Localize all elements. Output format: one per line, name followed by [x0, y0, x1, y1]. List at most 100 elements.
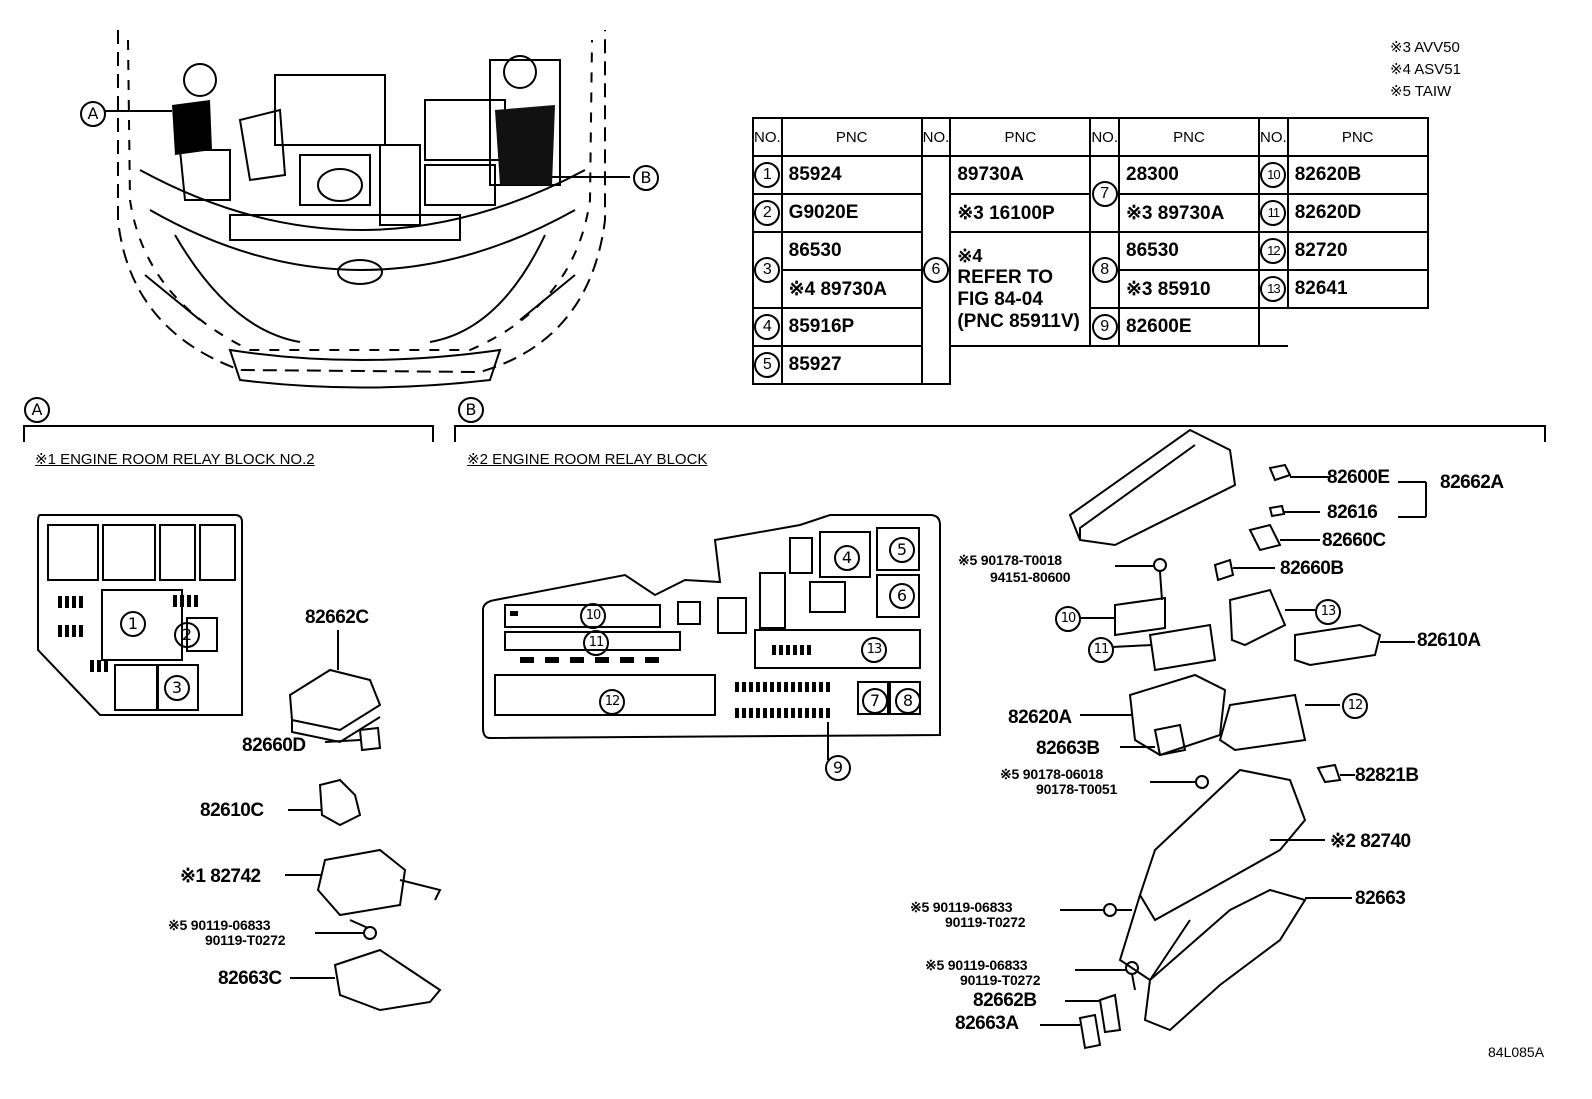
pnc-cell: 85916P: [780, 307, 923, 347]
block-b-num-9: 9: [825, 755, 851, 781]
no-9: 9: [1091, 314, 1118, 340]
block-b-num-7: 7: [862, 688, 888, 714]
engine-bay-illustration: [104, 30, 630, 389]
part-82663B: 82663B: [1036, 738, 1100, 759]
part-82660C: 82660C: [1322, 530, 1386, 551]
block-b-num-10: 10: [580, 603, 606, 629]
th-no-3: NO.: [1089, 117, 1121, 157]
part-82742: ※1 82742: [180, 866, 261, 887]
no-7: 7: [1091, 181, 1118, 207]
th-no-4: NO.: [1258, 117, 1289, 157]
pnc-cell: 82641: [1286, 269, 1429, 309]
no-4: 4: [754, 314, 781, 340]
part-82616: 82616: [1327, 502, 1378, 523]
part-82620A: 82620A: [1008, 707, 1072, 728]
no-1: 1: [754, 162, 781, 188]
table-row: 5 85927: [752, 345, 1428, 385]
no-5: 5: [754, 352, 781, 378]
pnc-cell-refer: ※4 REFER TO FIG 84-04 (PNC 85911V): [949, 231, 1092, 347]
block-b-num-12: 12: [599, 689, 625, 715]
relay-block-b-diagram: [482, 514, 941, 760]
pnc-cell: 85924: [780, 155, 923, 195]
clip-90178-06018: ※5 90178-06018: [1000, 766, 1104, 782]
block-b-num-6: 6: [889, 583, 915, 609]
bolt-a-1: ※5 90119-06833: [168, 917, 271, 933]
part-b-num-10: 10: [1055, 606, 1081, 632]
pnc-cell: 82620D: [1286, 193, 1429, 233]
pnc-cell: 85927: [780, 345, 923, 385]
pnc-cell: ※3 85910: [1118, 269, 1261, 309]
part-b-num-11: 11: [1088, 637, 1114, 663]
pnc-cell: 28300: [1118, 155, 1261, 195]
table-row: 2 G9020E ※3 16100P ※3 89730A 11 82620D: [752, 193, 1429, 233]
part-b-num-13: 13: [1315, 599, 1341, 625]
part-82663A: 82663A: [955, 1013, 1019, 1034]
th-pnc-1: PNC: [780, 117, 923, 157]
clip-90178-T0018: ※5 90178-T0018: [958, 552, 1062, 568]
no-11: 11: [1260, 200, 1287, 226]
block-b-num-11: 11: [583, 630, 609, 656]
callout-b-section: B: [458, 397, 484, 423]
pnc-cell: G9020E: [780, 193, 923, 233]
part-82610A: 82610A: [1417, 630, 1481, 651]
table-row: 4 85916P 9 82600E: [752, 307, 1428, 347]
part-82610C: 82610C: [200, 800, 264, 821]
block-a-num-1: 1: [120, 611, 146, 637]
relay-block-a-diagram: [37, 514, 243, 716]
pnc-cell: ※3 89730A: [1118, 193, 1261, 233]
callout-a-section: A: [24, 397, 50, 423]
part-82663: 82663: [1355, 888, 1406, 909]
note-5: ※5 TAIW: [1390, 83, 1452, 100]
pnc-cell: ※3 16100P: [949, 193, 1092, 233]
th-no-2: NO.: [920, 117, 952, 157]
block-b-num-8: 8: [895, 688, 921, 714]
parts-b-illustration: [1040, 428, 1427, 1050]
th-pnc-4: PNC: [1286, 117, 1429, 157]
part-82821B: 82821B: [1355, 765, 1419, 786]
bolt-a-2: 90119-T0272: [205, 932, 286, 948]
part-82662C: 82662C: [305, 607, 369, 628]
pnc-cell: 86530: [780, 231, 923, 271]
section-brackets: [23, 425, 1546, 442]
block-b-num-5: 5: [889, 537, 915, 563]
part-82660B: 82660B: [1280, 558, 1344, 579]
part-82662B: 82662B: [973, 990, 1037, 1011]
pnc-cell: 86530: [1118, 231, 1261, 271]
no-6: 6: [923, 257, 949, 283]
no-3: 3: [754, 257, 781, 283]
no-12: 12: [1260, 238, 1287, 264]
bolt-b-2: 90119-T0272: [945, 914, 1026, 930]
refer-note: ※4: [957, 245, 983, 266]
table-header-row: NO. PNC NO. PNC NO. PNC NO. PNC: [752, 117, 1429, 157]
pnc-cell: ※4 89730A: [780, 269, 923, 309]
part-82740: ※2 82740: [1330, 831, 1411, 852]
refer-line2: FIG 84-04: [957, 288, 1043, 310]
block-a-num-3: 3: [164, 675, 190, 701]
pnc-cell: 82720: [1286, 231, 1429, 271]
figure-id: 84L085A: [1488, 1044, 1545, 1060]
bolt-b-1: ※5 90119-06833: [910, 899, 1013, 915]
callout-a-top: A: [80, 101, 106, 127]
block-a-num-2: 2: [174, 622, 200, 648]
no-13: 13: [1260, 276, 1287, 302]
bolt-b-3: ※5 90119-06833: [925, 957, 1028, 973]
block-b-num-4: 4: [834, 545, 860, 571]
pnc-cell: 89730A: [949, 155, 1092, 195]
clip-90178-T0051: 90178-T0051: [1036, 781, 1118, 797]
refer-line3: (PNC 85911V): [957, 310, 1080, 332]
section-a-title: ※1 ENGINE ROOM RELAY BLOCK NO.2: [35, 451, 315, 468]
no-2: 2: [754, 200, 781, 226]
part-82600E: 82600E: [1327, 467, 1390, 488]
refer-line1: REFER TO: [957, 266, 1054, 288]
callout-b-top: B: [633, 165, 659, 191]
section-b-title: ※2 ENGINE ROOM RELAY BLOCK: [467, 451, 708, 468]
note-4: ※4 ASV51: [1390, 61, 1461, 78]
part-82662A: 82662A: [1440, 472, 1504, 493]
th-pnc-3: PNC: [1118, 117, 1261, 157]
th-no-1: NO.: [752, 117, 783, 157]
table-row: 1 85924 6 89730A 7 28300 10 82620B: [752, 155, 1429, 385]
no-8: 8: [1091, 257, 1118, 283]
block-b-num-13: 13: [861, 637, 887, 663]
bolt-b-4: 90119-T0272: [960, 972, 1041, 988]
clip-94151-80600: 94151-80600: [990, 569, 1071, 585]
